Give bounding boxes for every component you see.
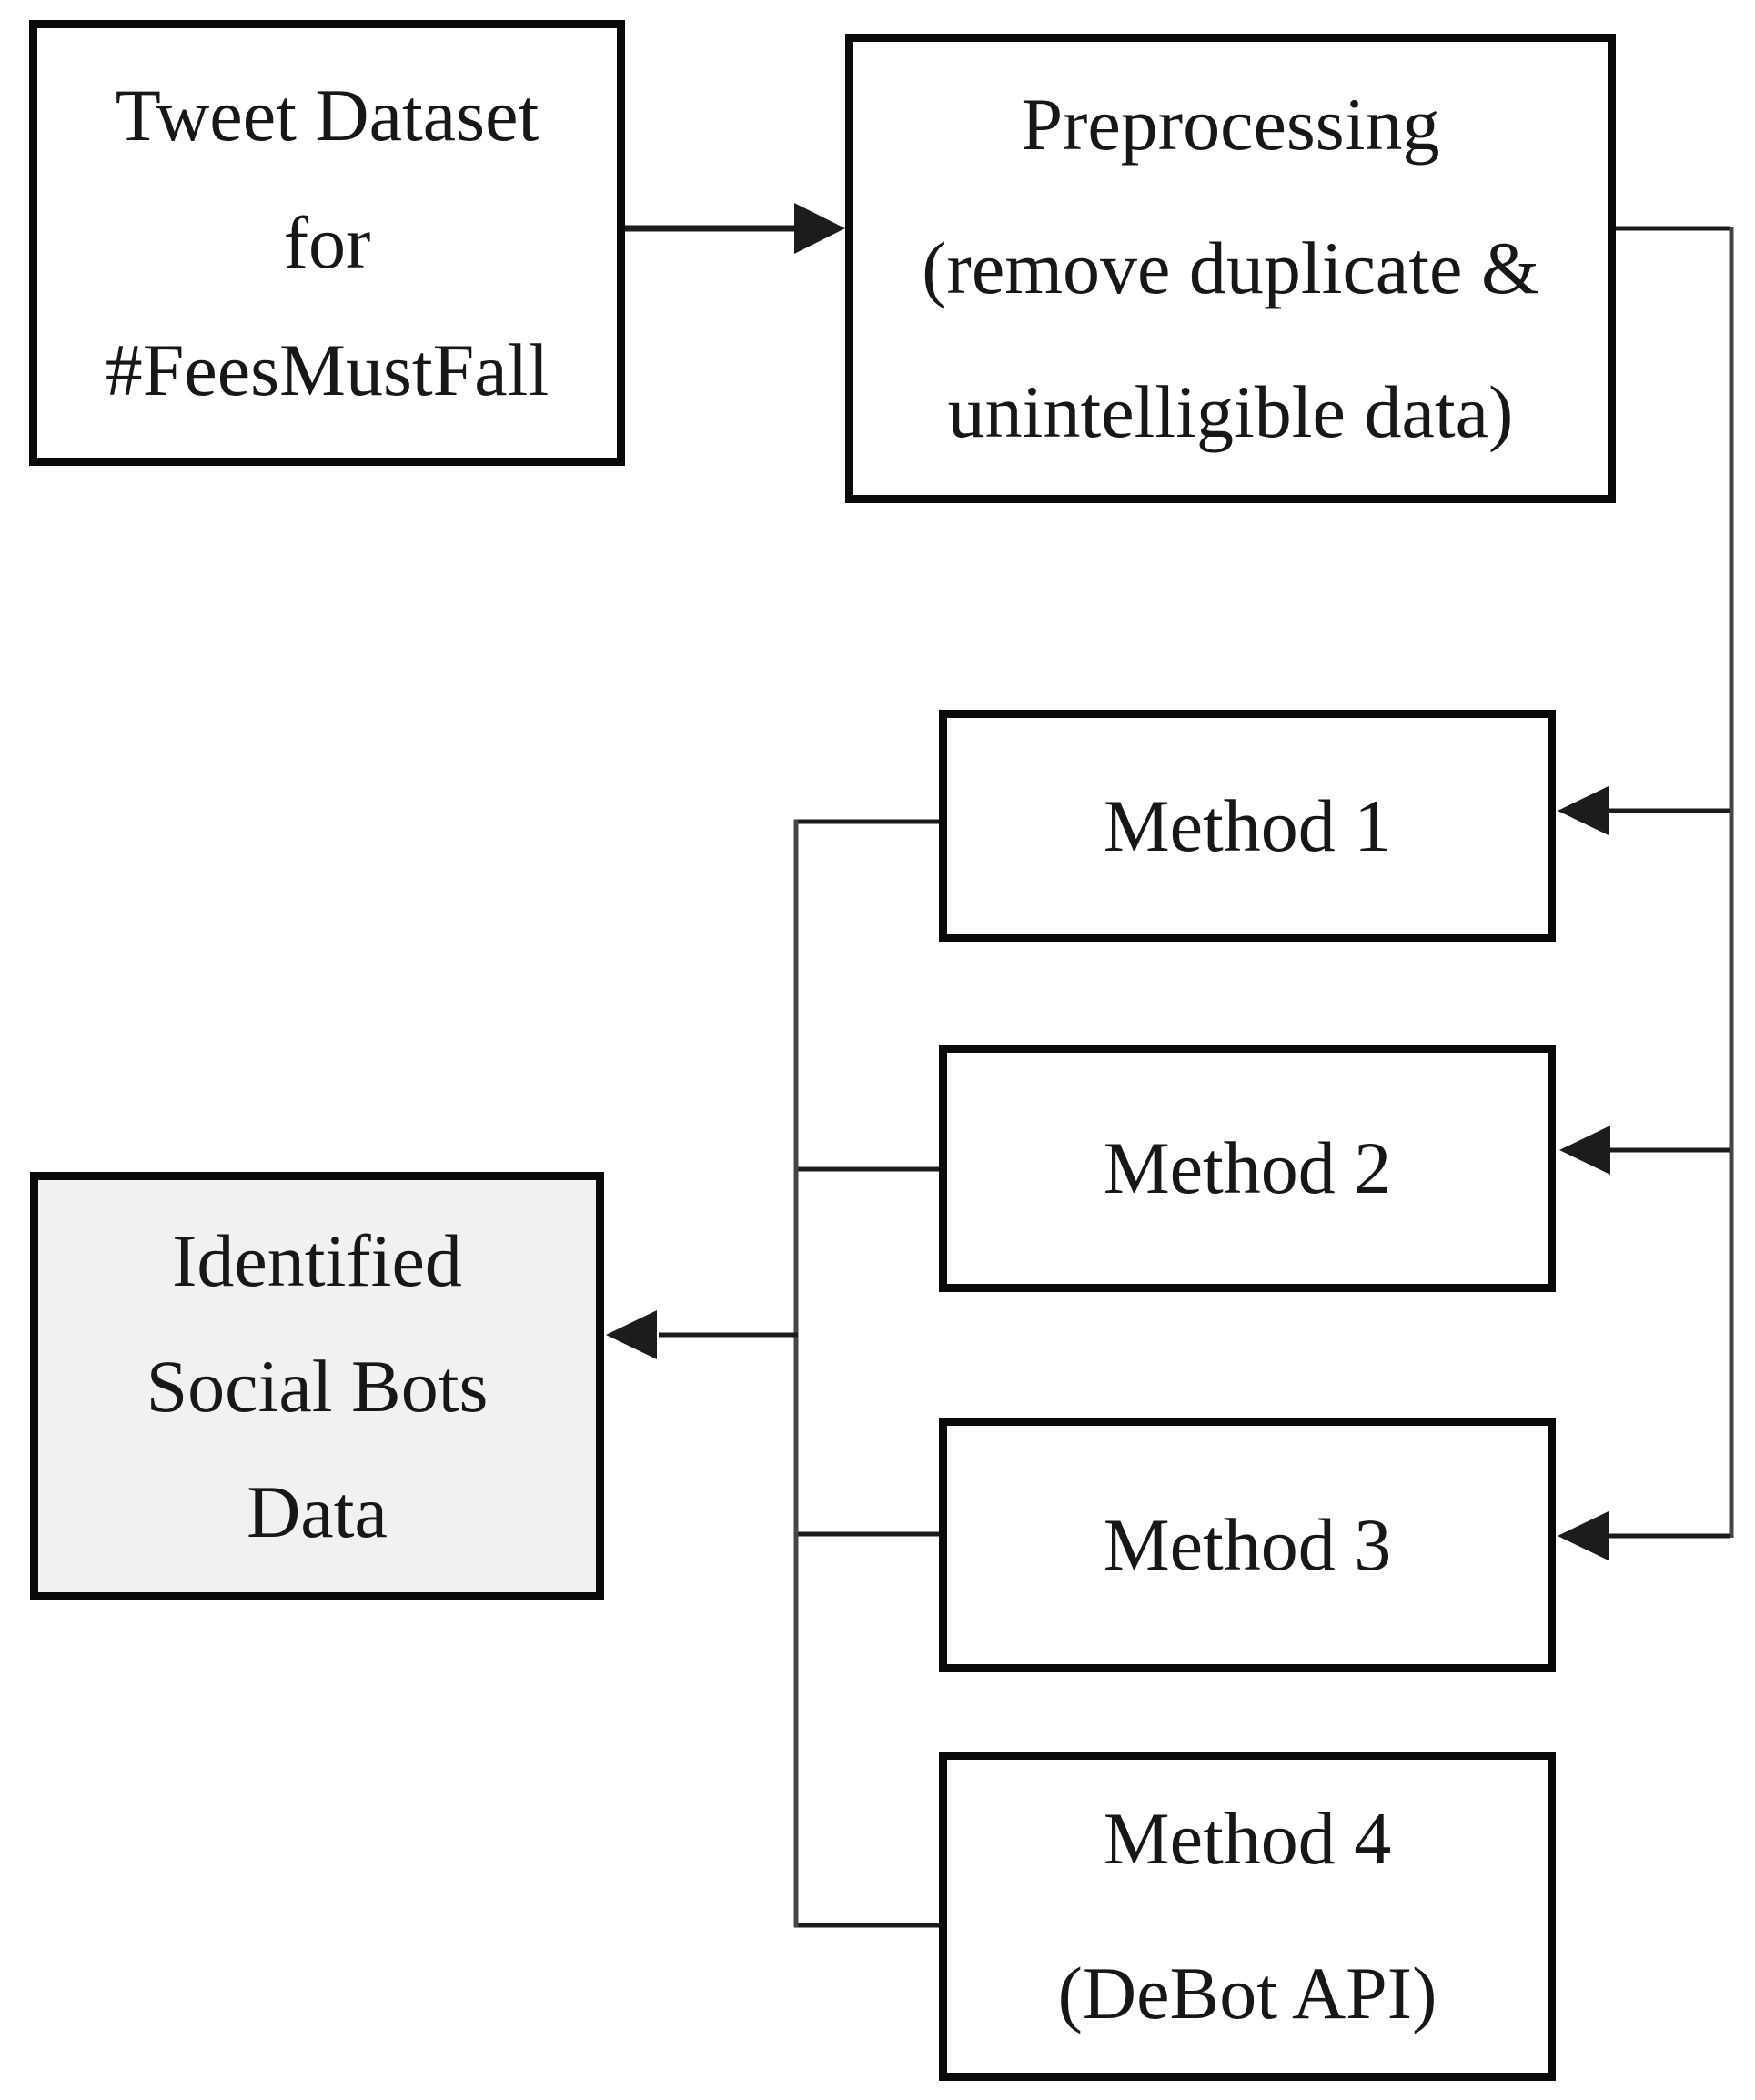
node-preprocessing-line: (remove duplicate & [922, 227, 1539, 309]
node-identified-line: Social Bots [146, 1344, 489, 1428]
arrowhead-into-method-1 [1558, 786, 1609, 835]
arrowhead-into-method-3 [1558, 1511, 1609, 1560]
node-method-2-label: Method 2 [1103, 1126, 1392, 1209]
node-method-3: Method 3 [939, 1418, 1556, 1672]
arrowhead-into-identified [606, 1310, 657, 1359]
node-method-1: Method 1 [939, 710, 1556, 942]
node-method-3-label: Method 3 [1103, 1503, 1392, 1586]
node-preprocessing-line: Preprocessing [1021, 83, 1440, 166]
node-identified-line: Data [247, 1469, 388, 1553]
node-tweet-dataset: Tweet Dataset for #FeesMustFall [29, 20, 625, 466]
node-preprocessing: Preprocessing (remove duplicate & uninte… [845, 34, 1616, 503]
arrowhead-into-preprocessing [794, 203, 845, 254]
node-tweet-dataset-line: Tweet Dataset [115, 74, 540, 156]
node-method-4-line: (DeBot API) [1057, 1952, 1437, 2034]
node-tweet-dataset-line: for [283, 201, 371, 284]
node-identified-line: Identified [172, 1218, 462, 1302]
node-identified-social-bots-data: Identified Social Bots Data [30, 1172, 604, 1600]
arrowhead-into-method-2 [1559, 1126, 1610, 1175]
node-method-4: Method 4 (DeBot API) [939, 1752, 1556, 2081]
node-preprocessing-line: unintelligible data) [947, 370, 1514, 453]
node-tweet-dataset-line: #FeesMustFall [105, 328, 550, 411]
node-method-1-label: Method 1 [1103, 783, 1392, 867]
node-method-2: Method 2 [939, 1045, 1556, 1292]
node-method-4-line: Method 4 [1103, 1797, 1392, 1880]
